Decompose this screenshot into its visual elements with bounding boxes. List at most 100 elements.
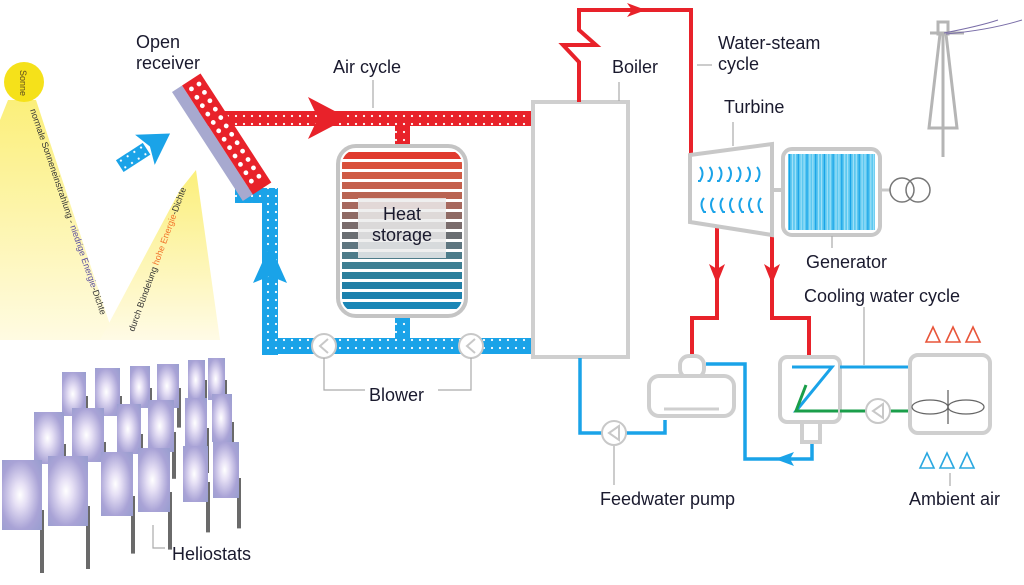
- heliostat-post: [40, 510, 44, 573]
- turbine-blade: [738, 197, 744, 213]
- label-water-steam-line2: cycle: [718, 54, 760, 74]
- generator-stripe: [803, 154, 805, 230]
- feedwater-pump-icon[interactable]: [601, 420, 627, 446]
- generator-stripe: [797, 154, 799, 230]
- turbine-blade: [717, 166, 723, 182]
- storage-stripe: [342, 262, 462, 269]
- generator-stripe: [858, 154, 860, 230]
- heliostat-post: [172, 432, 176, 479]
- incoming-beam: [0, 100, 115, 340]
- generator-stripe: [815, 154, 817, 230]
- generator-stripe: [873, 154, 875, 230]
- generator-stripe: [820, 154, 823, 230]
- heliostats-leader: [152, 525, 165, 549]
- label-open-receiver-line1: Open: [136, 32, 181, 52]
- label-generator: Generator: [806, 252, 888, 272]
- feedwater-line: [578, 358, 814, 461]
- turbine: [688, 141, 774, 238]
- warm-air-triangles-icon: [924, 325, 982, 343]
- heliostat-mirror: [185, 398, 207, 448]
- cooling-pump-icon[interactable]: [865, 398, 891, 424]
- heat-storage: [336, 144, 468, 318]
- storage-stripe: [342, 152, 462, 159]
- label-air-cycle: Air cycle: [333, 57, 402, 77]
- label-heat-storage-line1: Heat: [382, 204, 422, 224]
- power-pylon-icon: [927, 20, 964, 157]
- generator-stripe: [849, 154, 852, 230]
- generator-stripe: [818, 154, 820, 230]
- turbine-blade: [719, 197, 725, 213]
- turbine-blade: [729, 197, 735, 213]
- sun-beams: [0, 100, 220, 340]
- heliostat-mirror: [188, 360, 205, 400]
- generator-stripe: [832, 154, 834, 230]
- generator-stripe: [841, 154, 843, 230]
- turbine-blade: [707, 166, 713, 182]
- turbine-blade: [698, 166, 704, 182]
- generator-stripe: [864, 154, 866, 230]
- blower-icon-right[interactable]: [458, 333, 484, 359]
- hot-air-pipe: [195, 111, 532, 126]
- blower-icon-left[interactable]: [311, 333, 337, 359]
- heliostat-post: [168, 492, 172, 550]
- heliostat-mirror: [213, 442, 239, 498]
- concentrated-beam: [100, 170, 220, 340]
- storage-stripe: [342, 172, 462, 179]
- storage-stripe: [342, 292, 462, 299]
- turbine-blade: [757, 197, 763, 213]
- label-heliostats: Heliostats: [172, 544, 252, 564]
- sun-label: Sonne: [18, 70, 28, 96]
- storage-bottom-pipe: [395, 312, 410, 342]
- turbine-blade: [710, 197, 716, 213]
- steam-arrow-icon: [627, 3, 646, 17]
- cold-air-arrow-icon: [253, 245, 287, 283]
- generator-stripe: [800, 154, 802, 230]
- turbine-blade: [700, 197, 706, 213]
- heliostat-mirror: [183, 446, 208, 502]
- heliostat-mirror: [157, 364, 179, 408]
- generator-stripe: [867, 154, 869, 230]
- heliostat-post: [131, 496, 135, 554]
- heliostat-mirror: [117, 404, 141, 454]
- storage-stripe: [342, 182, 462, 189]
- feedwater-tank: [647, 354, 736, 418]
- generator-stripe: [829, 154, 831, 230]
- generator-stripe: [789, 154, 791, 230]
- turbine-blade: [755, 166, 761, 182]
- open-receiver: [172, 73, 272, 202]
- generator-stripe: [852, 154, 854, 230]
- generator-stripe: [806, 154, 808, 230]
- heliostat-post: [206, 482, 210, 533]
- label-turbine: Turbine: [724, 97, 785, 117]
- generator-stripe: [791, 154, 794, 230]
- cooling-water-cycle: [840, 307, 910, 413]
- label-boiler: Boiler: [612, 57, 659, 77]
- label-ambient-air: Ambient air: [909, 489, 1001, 509]
- generator-stripe: [861, 154, 863, 230]
- turbine-blade: [748, 197, 754, 213]
- condenser: [778, 355, 842, 444]
- generator-stripe: [794, 154, 796, 230]
- label-blower: Blower: [369, 385, 425, 405]
- label-heat-storage: Heat storage: [350, 204, 454, 246]
- heliostat-mirror: [212, 394, 232, 442]
- heliostat-post: [86, 506, 90, 569]
- generator-stripe: [823, 154, 825, 230]
- heliostat-mirror: [48, 456, 88, 526]
- water-steam-cycle: [558, 8, 811, 355]
- heliostat-mirror: [138, 448, 170, 512]
- turbine-blade: [736, 166, 742, 182]
- generator-stripe: [855, 154, 857, 230]
- label-water-steam-line1: Water-steam: [718, 33, 821, 53]
- storage-stripe: [342, 302, 462, 309]
- generator-stripe: [847, 154, 849, 230]
- label-feedwater-pump: Feedwater pump: [600, 489, 736, 509]
- heliostat-mirror: [148, 400, 174, 452]
- label-open-receiver-line2: receiver: [136, 53, 201, 73]
- heliostat-mirror: [208, 358, 225, 400]
- heliostat-mirror: [34, 412, 64, 464]
- storage-top-pipe: [395, 122, 410, 148]
- storage-stripe: [342, 282, 462, 289]
- label-cooling-water-cycle: Cooling water cycle: [804, 286, 961, 306]
